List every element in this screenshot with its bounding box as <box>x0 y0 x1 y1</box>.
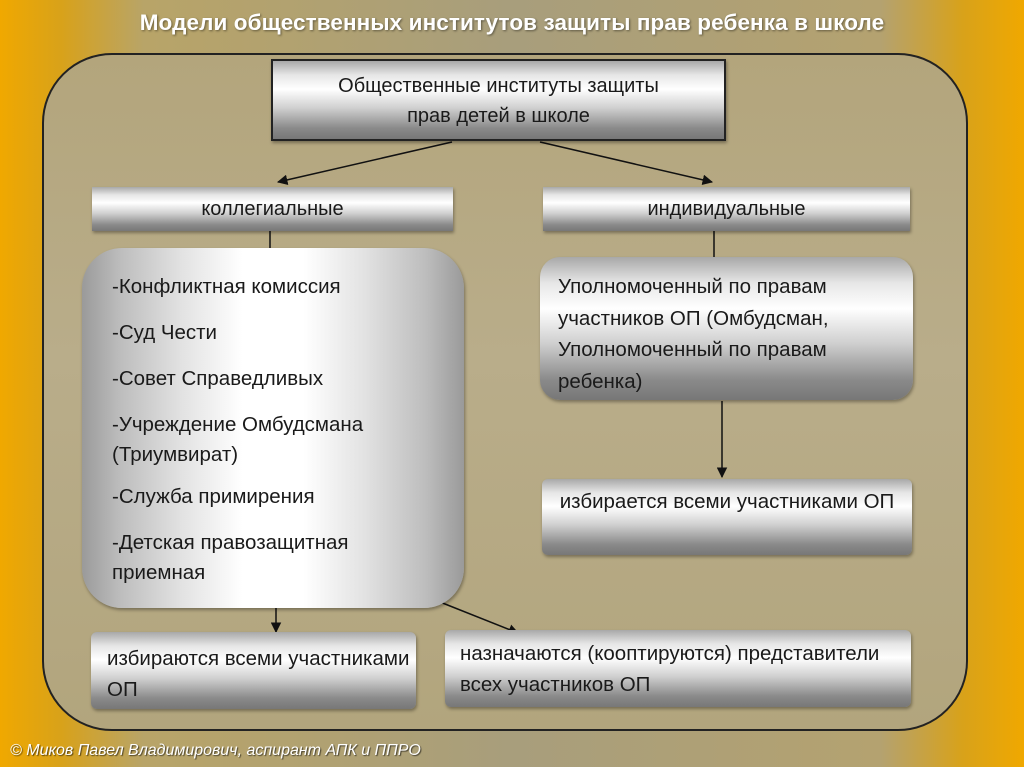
root-node: Общественные институты защиты прав детей… <box>271 59 726 141</box>
appointed-node: назначаются (кооптируются) представители… <box>445 630 911 707</box>
list-item: -Суд Чести <box>112 321 218 344</box>
footer-credit: © Миков Павел Владимирович, аспирант АПК… <box>10 742 421 759</box>
root-line-2: прав детей в школе <box>407 105 590 127</box>
elected-collegial-node: избираются всеми участниками ОП <box>91 632 416 709</box>
root-line-1: Общественные институты защиты <box>338 75 659 97</box>
arrow-list-to-appointed <box>439 601 519 635</box>
elected-individual-node: избирается всеми участниками ОП <box>542 479 912 555</box>
list-item: -Служба примирения <box>112 485 315 508</box>
list-item: -Совет Справедливых <box>112 367 324 390</box>
arrow-root-to-collegial <box>276 141 453 185</box>
slide-title: Модели общественных институтов защиты пр… <box>139 10 885 35</box>
individual-header: индивидуальные <box>543 187 910 231</box>
ombudsman-node: Уполномоченный по правам участников ОП (… <box>540 257 913 400</box>
collegial-header: коллегиальные <box>92 187 453 231</box>
list-item: -Детская правозащитная приемная <box>112 531 349 584</box>
collegial-list: -Конфликтная комиссия -Суд Чести -Совет … <box>82 248 464 608</box>
list-item: -Учреждение Омбудсмана (Триумвират) <box>112 413 364 466</box>
list-item: -Конфликтная комиссия <box>112 275 341 298</box>
arrow-root-to-individual <box>539 141 714 185</box>
